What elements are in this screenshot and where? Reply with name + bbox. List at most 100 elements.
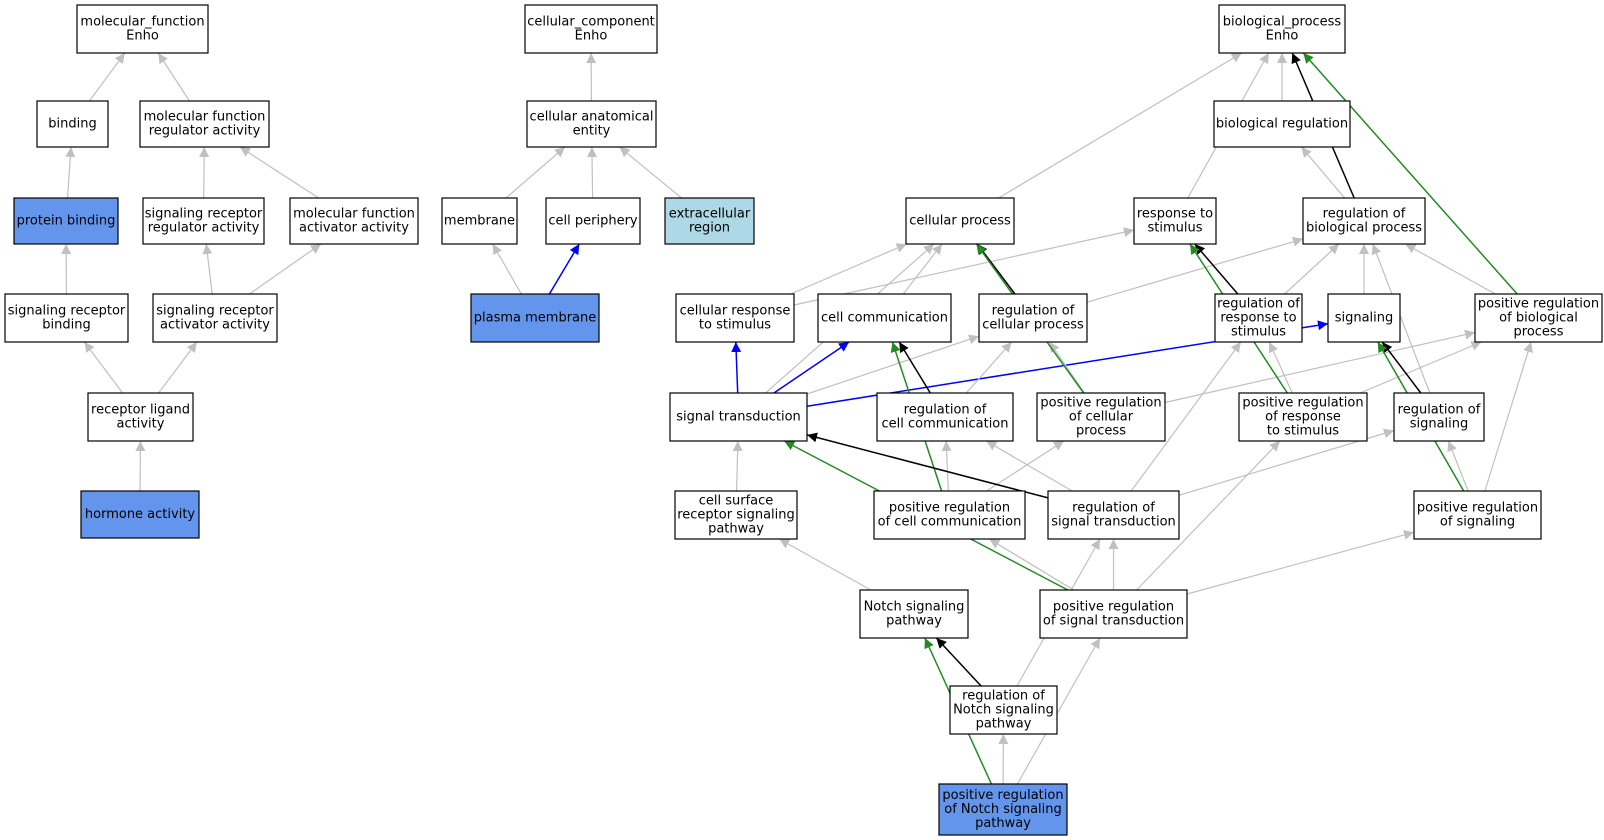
edge-is-a-rst-to-rcc [985,440,1073,492]
term-label-line: process [1076,424,1126,439]
edge-is-a-prsig-to-prbp [1484,341,1533,492]
term-label-line: signaling receptor [145,207,263,222]
term-node-pbind[interactable]: protein binding [13,197,119,245]
term-label-line: of biological [1499,311,1578,326]
term-box [949,685,1058,735]
term-label-line: activator activity [160,318,270,333]
term-label-line: positive regulation [942,788,1063,803]
edge-regulates-rcp-to-cp [976,243,1016,295]
term-label-line: biological regulation [1216,117,1348,132]
edge-is-a-cp-to-bp [998,52,1243,199]
term-node-cp[interactable]: cellular process [905,197,1015,245]
term-node-ha[interactable]: hormone activity [80,490,200,539]
edge-is-a-cper-to-cae [587,146,598,199]
edge-is-a-prrts-to-rrts [1268,341,1293,394]
term-box [1327,293,1401,343]
term-box [4,293,129,343]
term-box [526,100,657,148]
term-box [139,100,270,148]
term-box [1214,293,1303,343]
edge-part-of-st-to-ccomm [773,341,850,394]
term-label-line: stimulus [1147,221,1202,236]
edge-is-a-prbp-to-rbp [1405,243,1496,295]
edge-is-a-rsig-to-rbp [1371,243,1431,394]
term-box [545,197,641,245]
edge-regulates-rrts-to-rts [1194,243,1239,295]
term-box [13,197,119,245]
term-box [1213,100,1351,148]
edge-is-a-mfaa-to-mfra [239,146,319,199]
edge-is-a-srra-to-mfra [199,146,210,199]
term-box [1218,4,1346,54]
edge-is-a-csrsp-to-st [732,440,743,492]
term-label-line: signaling receptor [8,304,126,319]
term-node-ccomm[interactable]: cell communication [817,293,952,343]
term-box [938,783,1068,836]
edge-is-a-pbind-to-binding [65,146,76,199]
term-node-cper[interactable]: cell periphery [545,197,641,245]
term-label-line: positive regulation [1053,600,1174,615]
term-box [87,392,194,442]
term-label-line: cellular response [680,304,791,319]
edge-is-a-sraa-to-srra [202,243,213,295]
term-label-line: activity [117,417,165,432]
term-node-st[interactable]: signal transduction [669,392,808,442]
term-label-line: regulator activity [148,221,260,236]
term-box [1474,293,1603,343]
term-node-pm[interactable]: plasma membrane [470,293,600,343]
term-label-line: hormone activity [85,507,196,522]
term-node-memb[interactable]: membrane [441,197,518,245]
edge-regulates-rnsp-to-nsp [935,637,982,687]
edge-is-a-rbp-to-breg [1300,146,1346,199]
term-label-line: of cell communication [878,515,1022,530]
term-label-line: Notch signaling [864,600,965,615]
term-box [905,197,1015,245]
term-label-line: entity [573,124,611,139]
term-node-breg[interactable]: biological regulation [1213,100,1351,148]
edge-is-a-prcc-to-rcc [941,440,952,492]
term-label-line: regulation of [904,403,987,418]
term-label-line: stimulus [1231,325,1286,340]
term-node-binding[interactable]: binding [36,100,109,148]
term-label-line: molecular function [144,110,266,125]
term-label-line: binding [48,117,96,132]
term-box [675,293,795,343]
term-label-line: membrane [444,214,515,229]
term-label-line: to stimulus [1267,424,1339,439]
term-label-line: receptor signaling [677,508,795,523]
term-box [80,490,200,539]
edge-is-a-nsp-to-csrsp [778,538,872,591]
term-node-sig[interactable]: signaling [1327,293,1401,343]
